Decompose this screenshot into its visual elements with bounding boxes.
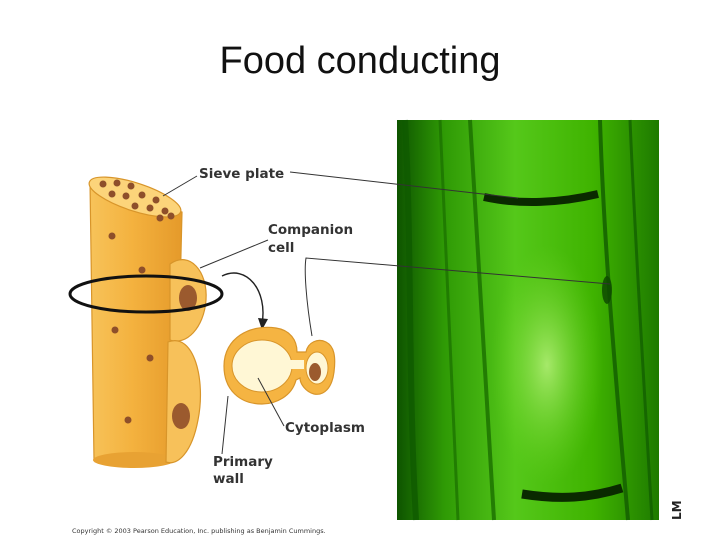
arrow-to-cross-section — [221, 272, 268, 330]
sieve-plate-label: Sieve plate — [199, 166, 284, 182]
sieve-plate-pores — [99, 179, 175, 222]
slide-title: Food conducting — [219, 40, 501, 82]
sieve-area-dots — [108, 232, 154, 424]
companion-cell-label-line2: cell — [268, 240, 294, 256]
leader-lines — [162, 171, 611, 455]
companion-cell-label-line1: Companion — [268, 222, 353, 238]
cross-section-ring — [68, 274, 224, 314]
primary-wall-label-line2: wall — [213, 471, 244, 487]
primary-wall-label-line1: Primary — [213, 454, 273, 470]
companion-cell-lower — [165, 340, 202, 464]
lm-label: LM — [670, 500, 684, 520]
copyright-notice: Copyright © 2003 Pearson Education, Inc.… — [72, 527, 326, 535]
micrograph-panel — [397, 119, 659, 521]
cytoplasm-label: Cytoplasm — [285, 420, 365, 436]
cross-section — [223, 326, 336, 405]
companion-cell-upper — [169, 259, 207, 342]
